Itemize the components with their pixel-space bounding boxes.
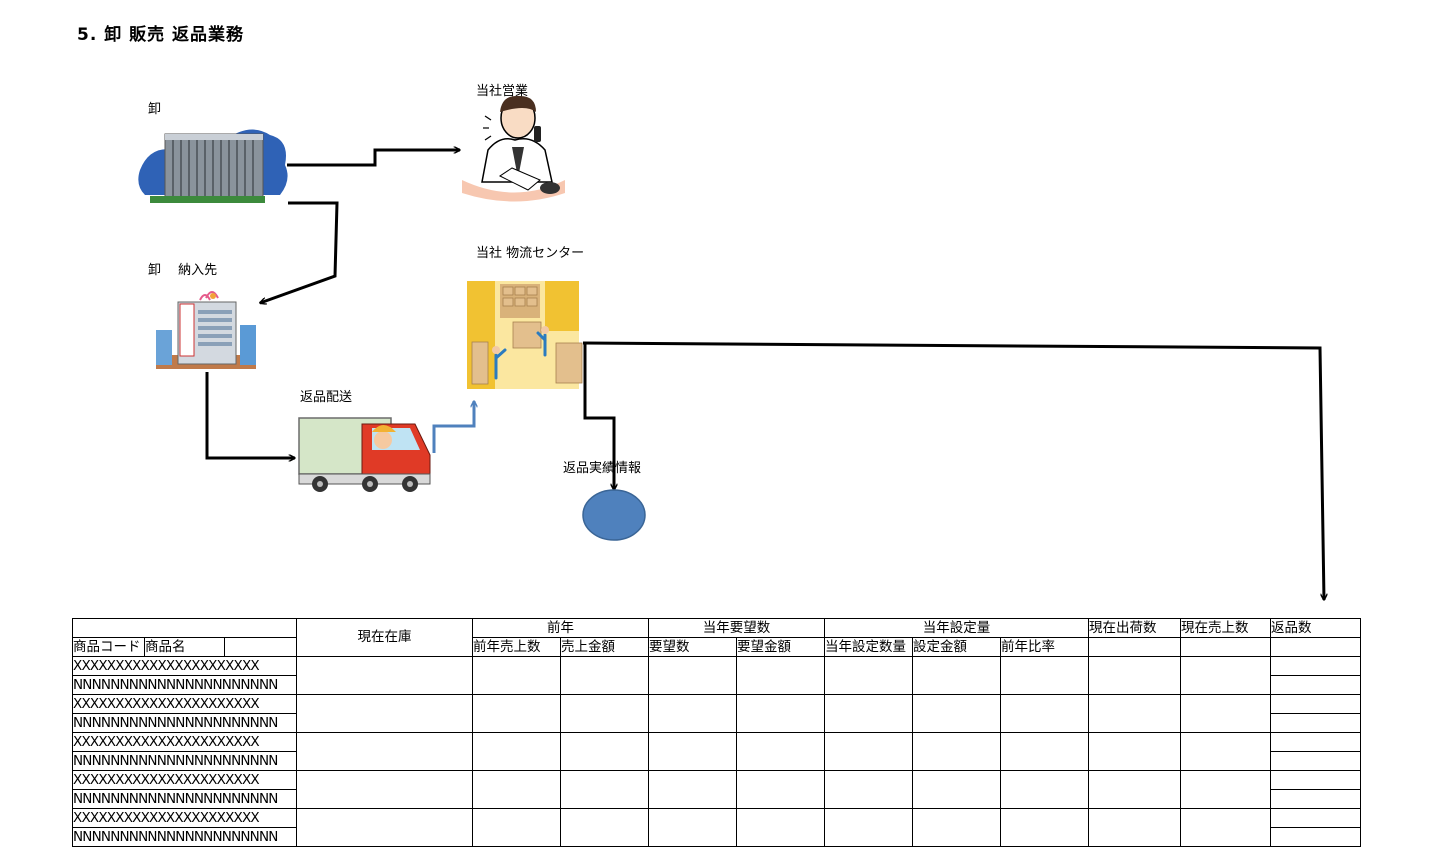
- department-store-icon: [156, 291, 256, 369]
- table-row: XXXXXXXXXXXXXXXXXXXXXX: [72, 732, 1361, 771]
- label-return-info: 返品実績情報: [563, 461, 642, 476]
- product-code-cell: XXXXXXXXXXXXXXXXXXXXXX: [72, 808, 297, 828]
- product-name-cell: NNNNNNNNNNNNNNNNNNNNNN: [72, 675, 297, 695]
- arrow-destination-to-truck: [205, 372, 295, 458]
- label-delivery-destination: 卸 納入先: [148, 263, 218, 278]
- product-code-cell: XXXXXXXXXXXXXXXXXXXXXX: [72, 656, 297, 676]
- arrow-logistics-to-data: [583, 343, 614, 490]
- arrow-wholesaler-to-destination: [260, 201, 339, 303]
- product-code-cell: XXXXXXXXXXXXXXXXXXXXXX: [72, 694, 297, 714]
- table-row: XXXXXXXXXXXXXXXXXXXXXX: [72, 694, 1361, 733]
- header-set-qty: 当年設定数量: [824, 637, 913, 657]
- table-row: XXXXXXXXXXXXXXXXXXXXXX: [72, 656, 1361, 695]
- header-sales-amount: 売上金額: [560, 637, 649, 657]
- table-header-row-2: 商品コード 商品名 前年売上数 売上金額 要望数 要望金額 当年設定数量 設定金…: [72, 637, 1361, 657]
- table-row: NNNNNNNNNNNNNNNNNNNNNN: [72, 713, 1361, 733]
- label-logistics-center: 当社 物流センター: [476, 246, 585, 261]
- header-yoy-ratio: 前年比率: [1000, 637, 1089, 657]
- header-returns: 返品数: [1270, 618, 1361, 638]
- data-store-ellipse: [582, 489, 646, 541]
- label-wholesaler: 卸: [148, 102, 162, 117]
- truck-icon: [298, 417, 431, 492]
- table-row: NNNNNNNNNNNNNNNNNNNNNN: [72, 827, 1361, 847]
- header-setting: 当年設定量: [824, 618, 1089, 638]
- header-stock: 現在在庫: [296, 618, 473, 657]
- product-code-cell: XXXXXXXXXXXXXXXXXXXXXX: [72, 770, 297, 790]
- header-request: 当年要望数: [648, 618, 825, 638]
- product-name-cell: NNNNNNNNNNNNNNNNNNNNNN: [72, 751, 297, 771]
- product-name-cell: NNNNNNNNNNNNNNNNNNNNNN: [72, 713, 297, 733]
- product-name-cell: NNNNNNNNNNNNNNNNNNNNNN: [72, 827, 297, 847]
- table-row: XXXXXXXXXXXXXXXXXXXXXX: [72, 808, 1361, 847]
- header-product-name: 商品名: [144, 637, 225, 657]
- header-request-qty: 要望数: [648, 637, 737, 657]
- table-header-row-1: 現在在庫 前年 当年要望数 当年設定量 現在出荷数 現在売上数 返品数: [72, 618, 1361, 657]
- table-row: NNNNNNNNNNNNNNNNNNNNNN: [72, 675, 1361, 695]
- page-title: 5. 卸 販売 返品業務: [77, 25, 245, 45]
- header-prev-sales-qty: 前年売上数: [472, 637, 561, 657]
- warehouse-icon: [467, 281, 583, 389]
- office-building-icon: [138, 129, 288, 203]
- header-current-shipped: 現在出荷数: [1088, 618, 1181, 638]
- return-table: 現在在庫 前年 当年要望数 当年設定量 現在出荷数 現在売上数 返品数 商品コー…: [72, 618, 1361, 847]
- arrow-logistics-to-table: [582, 341, 1324, 600]
- header-set-amount: 設定金額: [912, 637, 1001, 657]
- arrow-wholesaler-to-sales: [287, 150, 460, 167]
- label-sales: 当社営業: [476, 84, 529, 99]
- product-name-cell: NNNNNNNNNNNNNNNNNNNNNN: [72, 789, 297, 809]
- table-row: XXXXXXXXXXXXXXXXXXXXXX: [72, 770, 1361, 809]
- salesperson-icon: [462, 95, 565, 202]
- header-prev-year: 前年: [472, 618, 649, 638]
- product-code-cell: XXXXXXXXXXXXXXXXXXXXXX: [72, 732, 297, 752]
- table-row: NNNNNNNNNNNNNNNNNNNNNN: [72, 789, 1361, 809]
- label-return-shipping: 返品配送: [300, 390, 353, 405]
- header-current-sold: 現在売上数: [1180, 618, 1271, 638]
- header-product-code: 商品コード: [72, 637, 145, 657]
- header-request-amount: 要望金額: [736, 637, 825, 657]
- arrow-truck-to-logistics: [432, 401, 474, 453]
